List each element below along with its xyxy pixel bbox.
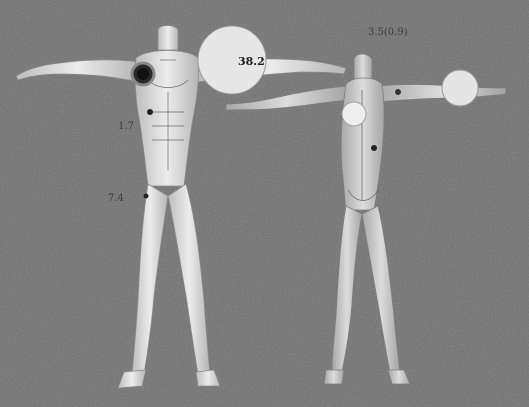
back-arm-marker <box>442 70 478 106</box>
front-thigh-dot <box>144 194 149 199</box>
front-body-figure <box>16 26 346 389</box>
back-elbow-dot <box>395 89 401 95</box>
back-top-value: 3.5(0.9) <box>368 28 408 38</box>
front-chest-value: 1.7 <box>118 122 134 132</box>
front-shoulder-value: 38.2 <box>238 56 265 67</box>
front-chest-dark-core <box>137 68 149 80</box>
front-thigh-value: 7.4 <box>108 194 124 204</box>
front-abdomen-dot <box>147 109 153 115</box>
back-lower-dot <box>371 145 377 151</box>
back-upper-marker <box>342 102 366 126</box>
